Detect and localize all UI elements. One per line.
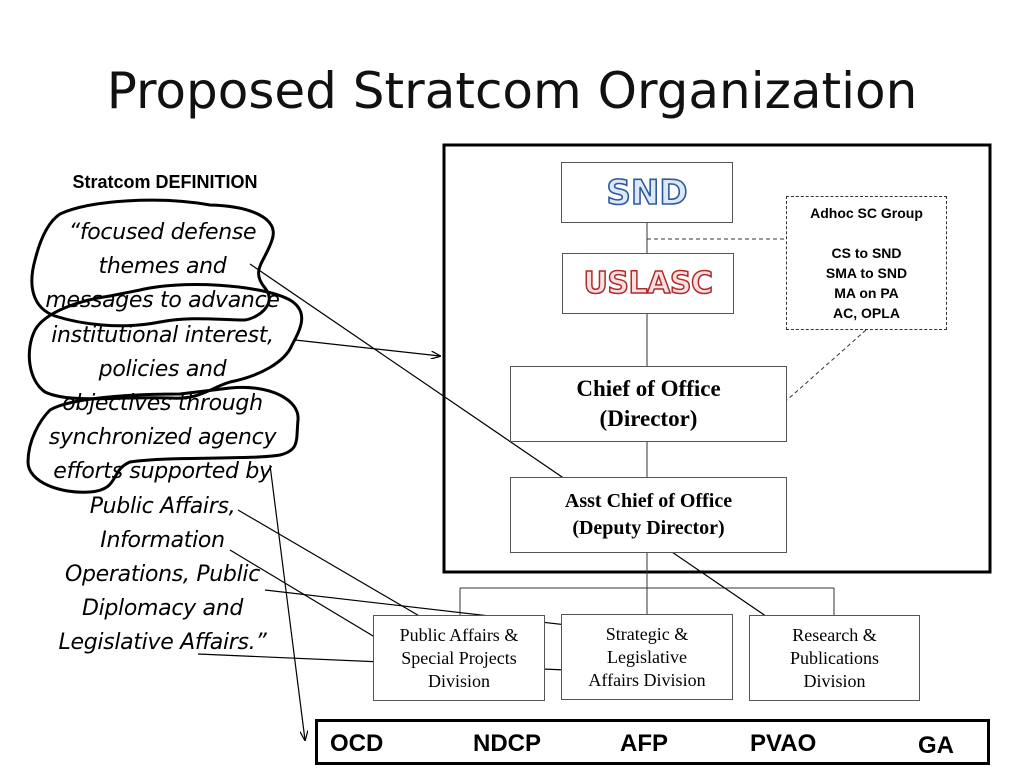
definition-line: policies and [98,356,227,382]
definition-line: institutional interest, [51,322,274,348]
definition-line: “focused defense [68,220,257,245]
definition-heading: Stratcom DEFINITION [72,172,258,192]
agency-afp: AFP [620,730,668,757]
definition-line: Public Affairs, [89,493,236,519]
asst-chief-subtitle: (Deputy Director) [572,517,725,539]
division-research-publications: Research & Publications Division [749,615,920,701]
division-line: Public Affairs & [399,624,519,645]
division-line: Affairs Division [588,669,706,690]
arrow [294,339,440,356]
uslasc-label: USLASC [583,265,714,302]
arrow [237,509,433,624]
definition-line: synchronized agency [48,425,277,451]
division-line: Legislative [607,646,687,667]
arrow [264,589,610,630]
adhoc-connector [786,329,867,401]
uslasc-box: USLASC [562,253,734,314]
definition-line: efforts supported by [53,459,272,485]
division-line: Special Projects [401,647,517,668]
division-public-affairs: Public Affairs & Special Projects Divisi… [373,615,545,701]
agency-pvao: PVAO [750,730,817,757]
adhoc-title: Adhoc SC Group [810,205,923,221]
definition-line: Information [100,527,225,553]
adhoc-item: CS to SND [831,245,902,261]
asst-chief-box: Asst Chief of Office (Deputy Director) [510,477,787,553]
snd-label: SND [606,172,689,214]
definition-line: themes and [98,254,227,280]
chief-title: Chief of Office [576,376,721,401]
adhoc-item: MA on PA [834,285,899,301]
definition-line: Legislative Affairs.” [58,630,267,656]
arrow [249,263,795,636]
adhoc-item: AC, OPLA [833,305,900,321]
agency-ocd: OCD [330,730,384,757]
scribble-outline [27,283,304,401]
page-title: Proposed Stratcom Organization [106,62,918,120]
agency-ga: GA [918,732,954,759]
scribble-outline [30,198,275,328]
agencies-bar: OCD NDCP AFP PVAO GA [315,719,990,765]
adhoc-sc-group-box: Adhoc SC Group CS to SND SMA to SND MA o… [786,196,947,330]
snd-box: SND [561,162,733,223]
adhoc-item: SMA to SND [825,265,908,281]
division-strategic-legislative: Strategic & Legislative Affairs Division [561,614,733,700]
division-line: Research & [792,624,877,645]
division-line: Publications [790,647,879,668]
division-line: Division [803,670,866,691]
division-line: Division [427,670,490,691]
definition-line: Diplomacy and [81,596,244,622]
chief-subtitle: (Director) [599,406,698,431]
agency-ndcp: NDCP [473,730,542,757]
scribble-outline [26,385,300,494]
definition-line: Operations, Public [64,562,261,588]
asst-chief-title: Asst Chief of Office [564,490,733,512]
director-frame [442,143,992,574]
arrow [269,464,305,740]
division-line: Strategic & [605,623,689,644]
chief-of-office-box: Chief of Office (Director) [510,366,787,442]
